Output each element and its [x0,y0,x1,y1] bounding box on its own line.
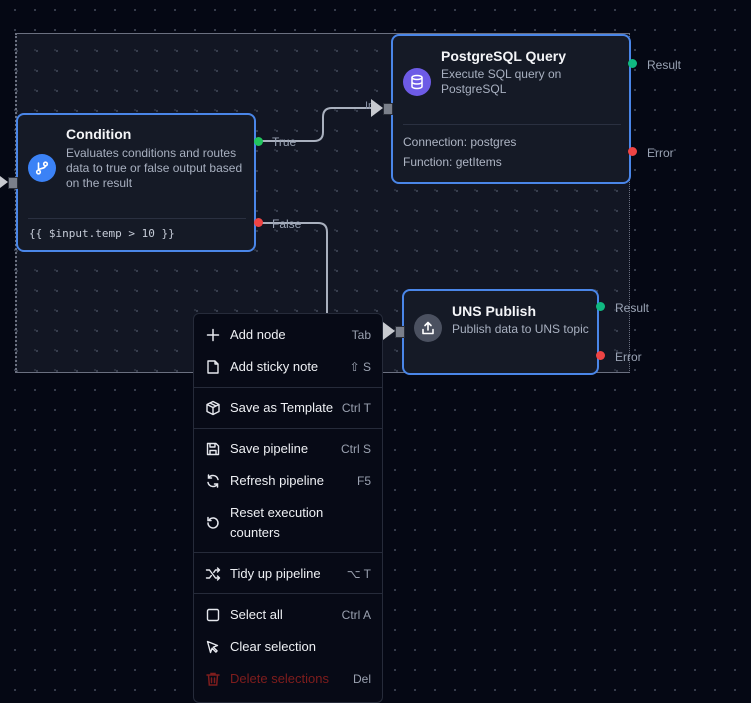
postgres-connection: Connection: postgres [403,135,517,149]
menu-separator [194,593,382,594]
menu-separator [194,428,382,429]
menu-item-clear-selection[interactable]: Clear selection [194,637,382,657]
postgres-result-label: Result [647,58,682,72]
postgres-node[interactable]: PostgreSQL Query Execute SQL query on Po… [391,34,631,184]
menu-item-label: Add sticky note [230,359,319,374]
menu-item-shortcut: Tab [351,328,371,342]
plus-icon [206,328,220,342]
uns-result-handle[interactable] [596,302,605,311]
menu-item-shortcut: ⇧ S [349,360,371,374]
menu-item-label: Save as Template [230,400,334,415]
postgres-function: Function: getItems [403,155,502,169]
uns-description: Publish data to UNS topic [452,322,589,336]
condition-node[interactable]: Condition Evaluates conditions and route… [16,113,256,252]
menu-item-shortcut: F5 [356,474,371,488]
condition-true-label: True [272,135,297,149]
menu-item-tidy-up-pipeline[interactable]: Tidy up pipeline ⌥ T [194,564,382,584]
trash-icon [206,672,220,686]
package-icon [206,400,220,416]
condition-input-arrow [0,173,8,191]
postgres-error-handle[interactable] [628,147,637,156]
postgres-title: PostgreSQL Query [441,48,567,64]
menu-item-label: Save pipeline [230,441,309,456]
menu-item-shortcut: Ctrl A [341,608,371,622]
postgres-description: Execute SQL query on PostgreSQL [441,67,562,96]
condition-false-handle[interactable] [254,218,263,227]
condition-expression: {{ $input.temp > 10 }} [29,227,175,240]
menu-item-label: Refresh pipeline [230,473,324,488]
condition-divider [28,218,246,219]
uns-publish-node[interactable]: UNS Publish Publish data to UNS topic [402,289,599,375]
menu-item-label: Clear selection [230,639,316,654]
condition-true-handle[interactable] [254,137,263,146]
menu-item-label: Select all [230,607,283,622]
menu-separator [194,552,382,553]
menu-item-delete-selections[interactable]: Delete selections Del [194,669,382,689]
postgres-result-handle[interactable] [628,59,637,68]
menu-item-label-line1: Reset execution [230,505,324,520]
uns-result-label: Result [615,301,650,315]
context-menu: Add node Tab Add sticky note ⇧ S Save as… [193,313,383,703]
sticky-note-icon [207,360,219,374]
menu-item-add-sticky-note[interactable]: Add sticky note ⇧ S [194,357,382,377]
menu-item-save-as-template[interactable]: Save as Template Ctrl T [194,398,382,418]
menu-item-select-all[interactable]: Select all Ctrl A [194,605,382,625]
menu-separator [194,387,382,388]
menu-item-shortcut: Ctrl S [341,442,371,456]
menu-item-label-line2: counters [230,525,280,540]
shuffle-icon [205,567,221,581]
condition-title: Condition [66,126,132,142]
upload-icon [414,314,442,342]
git-branch-icon [28,154,56,182]
uns-title: UNS Publish [452,303,537,319]
reset-icon [207,516,219,529]
refresh-icon [207,474,219,488]
uns-error-handle[interactable] [596,351,605,360]
uns-input-arrow [383,322,395,340]
database-icon [403,68,431,96]
postgres-error-label: Error [647,146,674,160]
uns-error-label: Error [615,350,642,364]
menu-item-reset-execution-counters[interactable]: Reset execution counters [194,503,382,543]
postgres-input-arrow [371,99,383,117]
menu-item-refresh-pipeline[interactable]: Refresh pipeline F5 [194,471,382,491]
menu-item-save-pipeline[interactable]: Save pipeline Ctrl S [194,439,382,459]
menu-item-label: Delete selections [230,671,329,686]
menu-item-label: Add node [230,327,286,342]
cursor-icon [206,640,219,654]
checkbox-icon [206,608,220,622]
condition-false-label: False [272,217,302,231]
uns-input-handle[interactable] [395,326,405,338]
save-icon [206,442,220,456]
condition-input-handle[interactable] [8,177,18,189]
menu-item-label: Tidy up pipeline [230,566,321,581]
postgres-input-handle[interactable] [383,103,393,115]
menu-item-shortcut: ⌥ T [346,567,371,581]
edge-in-label: In [365,100,375,112]
menu-item-shortcut: Del [352,672,371,686]
menu-item-add-node[interactable]: Add node Tab [194,325,382,345]
menu-item-shortcut: Ctrl T [341,401,371,415]
postgres-divider [403,124,621,125]
condition-description: Evaluates conditions and routes data to … [66,146,243,190]
